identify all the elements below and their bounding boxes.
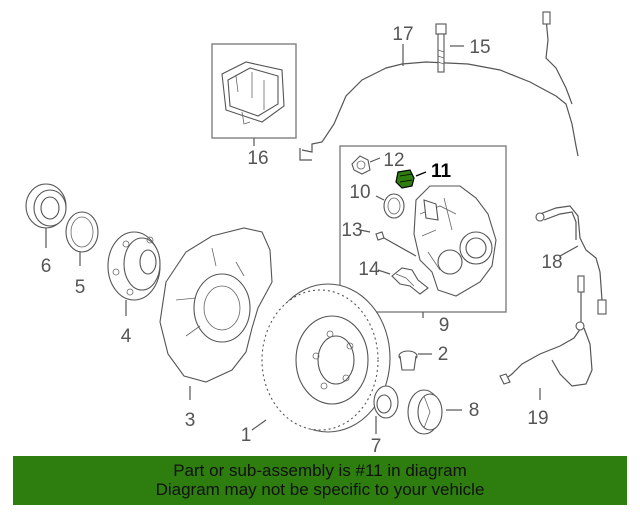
- callout-16: 16: [247, 148, 268, 169]
- brake-hose-part: [535, 205, 607, 315]
- dust-shield-part: [159, 227, 273, 383]
- bolt-part: [435, 23, 447, 73]
- callout-7: 7: [371, 436, 382, 457]
- snap-ring-part: [65, 211, 99, 253]
- caliper-part: [413, 185, 497, 297]
- callout-1: 1: [241, 425, 252, 446]
- guide-bolt-part: [375, 231, 417, 257]
- info-banner: Part or sub-assembly is #11 in diagram D…: [13, 456, 627, 505]
- hub-nut-part: [373, 385, 399, 419]
- wheel-bearing-part: [25, 183, 67, 229]
- callout-10: 10: [349, 182, 370, 203]
- clip-part: [391, 267, 429, 295]
- callout-14: 14: [358, 259, 380, 280]
- callout-2: 2: [438, 344, 449, 365]
- plug-part: [398, 350, 418, 371]
- brake-pads-part: [211, 43, 297, 139]
- callout-11: 11: [431, 161, 452, 182]
- abs-sensor-wire-part: [499, 275, 593, 387]
- callout-8: 8: [469, 400, 480, 421]
- wear-sensor-part: [299, 11, 579, 161]
- callout-6: 6: [41, 256, 52, 277]
- callout-17: 17: [392, 24, 413, 45]
- callout-4: 4: [121, 326, 132, 347]
- brake-rotor-part: [261, 283, 391, 433]
- callout-12: 12: [383, 150, 404, 171]
- banner-line-1: Part or sub-assembly is #11 in diagram: [173, 461, 467, 480]
- callout-9: 9: [439, 315, 450, 336]
- callout-15: 15: [469, 37, 490, 58]
- callout-3: 3: [185, 410, 196, 431]
- callout-5: 5: [75, 277, 86, 298]
- o-ring-part: [383, 193, 405, 219]
- callout-18: 18: [541, 252, 562, 273]
- bleeder-cap-part: [351, 155, 371, 175]
- hub-cap-part: [407, 389, 443, 435]
- callout-19: 19: [527, 408, 548, 429]
- wheel-hub-part: [107, 231, 161, 301]
- banner-line-2: Diagram may not be specific to your vehi…: [155, 480, 485, 499]
- callout-13: 13: [341, 220, 362, 241]
- guide-pin-part-highlighted[interactable]: [395, 169, 415, 189]
